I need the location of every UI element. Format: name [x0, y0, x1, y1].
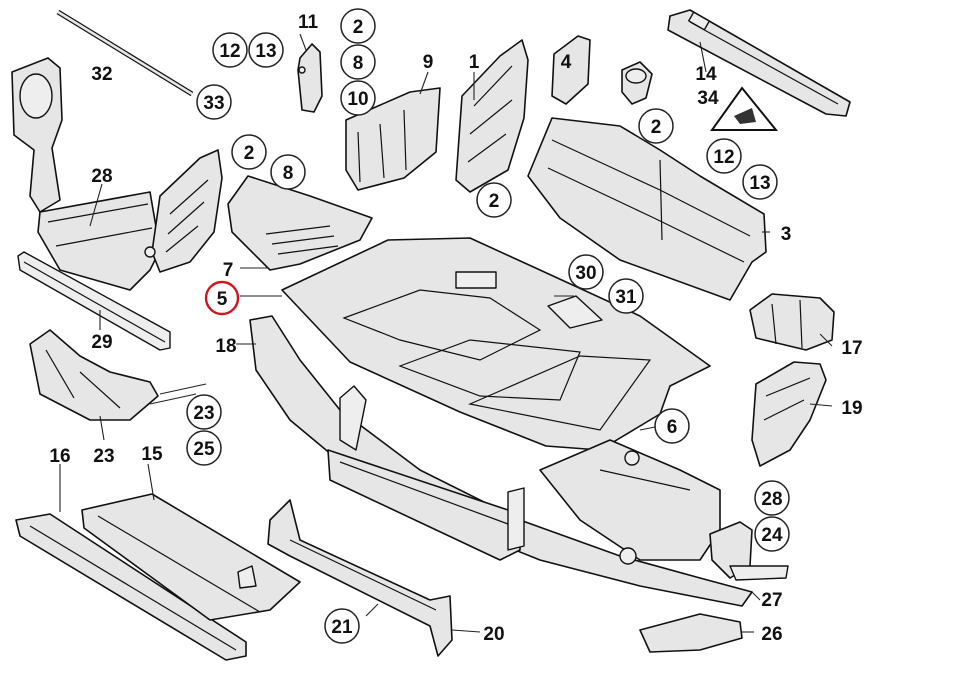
- callout-34: 34: [697, 88, 719, 109]
- part-panel-15: [81, 493, 301, 621]
- part-clip: [621, 61, 653, 105]
- callout-24: 25: [186, 430, 222, 466]
- callout-29: 29: [91, 332, 112, 353]
- callout-33: 33: [196, 84, 232, 120]
- callout-15: 15: [141, 444, 163, 465]
- callout-2b: 2: [231, 134, 267, 170]
- part-trim-16: [15, 513, 247, 661]
- callout-label: 13: [255, 41, 276, 62]
- callout-label: 31: [615, 287, 637, 308]
- callout-label: 28: [761, 489, 782, 510]
- part-plate-25: [639, 613, 743, 653]
- callout-label: 8: [353, 53, 364, 74]
- callout-13b: 13: [742, 164, 778, 200]
- callout-19: 19: [841, 398, 862, 419]
- callout-8b: 8: [270, 154, 306, 190]
- callout-31: 31: [608, 278, 644, 314]
- callout-20: 20: [483, 624, 504, 645]
- callout-label: 21: [331, 617, 353, 638]
- callout-label: 13: [749, 173, 770, 194]
- callout-label: 5: [217, 289, 228, 310]
- part-rod-32: [56, 9, 194, 97]
- warning-label-icon: [710, 86, 779, 131]
- callout-6: 6: [654, 408, 690, 444]
- callout-23b: 24: [754, 516, 790, 552]
- part-panel-7: [227, 175, 373, 271]
- callout-label: 8: [283, 163, 294, 184]
- highlight-ring: [204, 280, 240, 316]
- callout-2a: 2: [340, 8, 376, 44]
- callout-18: 18: [215, 336, 236, 357]
- callout-12b: 12: [706, 138, 742, 174]
- part-bar-14: [667, 9, 851, 117]
- callout-32: 32: [91, 64, 112, 85]
- callout-label: 25: [193, 439, 215, 460]
- part-duct-9: [345, 87, 441, 191]
- callout-label: 24: [761, 525, 783, 546]
- callout-4: 4: [561, 52, 572, 73]
- part-strip-21: [267, 499, 453, 657]
- callout-14: 14: [695, 64, 717, 85]
- callout-label: 23: [193, 403, 214, 424]
- callout-22: 23: [93, 446, 114, 467]
- callout-label: 2: [353, 17, 364, 38]
- part-bracket-26: [709, 521, 789, 581]
- leader-lines: [59, 33, 833, 633]
- callout-2c: 2: [476, 182, 512, 218]
- callout-9: 9: [423, 52, 434, 73]
- part-duct-19: [751, 361, 827, 467]
- callout-1: 1: [469, 52, 480, 73]
- callout-13a: 13: [248, 32, 284, 68]
- callout-label: 12: [713, 147, 734, 168]
- part-panel-4: [551, 35, 591, 105]
- callout-11: 11: [298, 12, 319, 33]
- callout-label: 2: [489, 191, 500, 212]
- part-bracket-11: [297, 43, 323, 113]
- callout-label: 12: [219, 41, 240, 62]
- part-air-duct-right: [144, 149, 223, 273]
- callout-8a: 8: [340, 44, 376, 80]
- callout-21: 21: [324, 608, 360, 644]
- callout-23a: 23: [186, 394, 222, 430]
- callout-label: 2: [651, 117, 662, 138]
- callout-label: 2: [244, 143, 255, 164]
- callout-30: 30: [568, 254, 604, 290]
- callout-27: 28: [754, 480, 790, 516]
- callout-28: 28: [91, 166, 112, 187]
- part-strip-29: [17, 251, 171, 351]
- part-air-duct-28: [11, 57, 161, 291]
- callout-17: 17: [841, 338, 862, 359]
- callout-16: 16: [49, 446, 70, 467]
- part-duct-22: [29, 329, 159, 421]
- part-duct-1: [455, 39, 529, 193]
- callout-5-highlighted: 5: [204, 280, 240, 316]
- part-bumper-carrier-18: [249, 315, 753, 607]
- part-underbody-panel-5: [281, 237, 711, 451]
- callout-label: 6: [667, 417, 678, 438]
- callout-7: 7: [223, 260, 234, 281]
- callout-3: 3: [781, 224, 792, 245]
- callout-label: 10: [347, 89, 368, 110]
- callout-10: 10: [340, 80, 376, 116]
- callout-label: 30: [575, 263, 596, 284]
- callout-26: 27: [761, 590, 782, 611]
- callout-2d: 2: [638, 108, 674, 144]
- part-air-duct-3: [527, 117, 767, 301]
- callout-label: 33: [203, 93, 224, 114]
- part-bracket-17: [749, 293, 835, 351]
- callout-12a: 12: [212, 32, 248, 68]
- callout-25: 26: [761, 624, 782, 645]
